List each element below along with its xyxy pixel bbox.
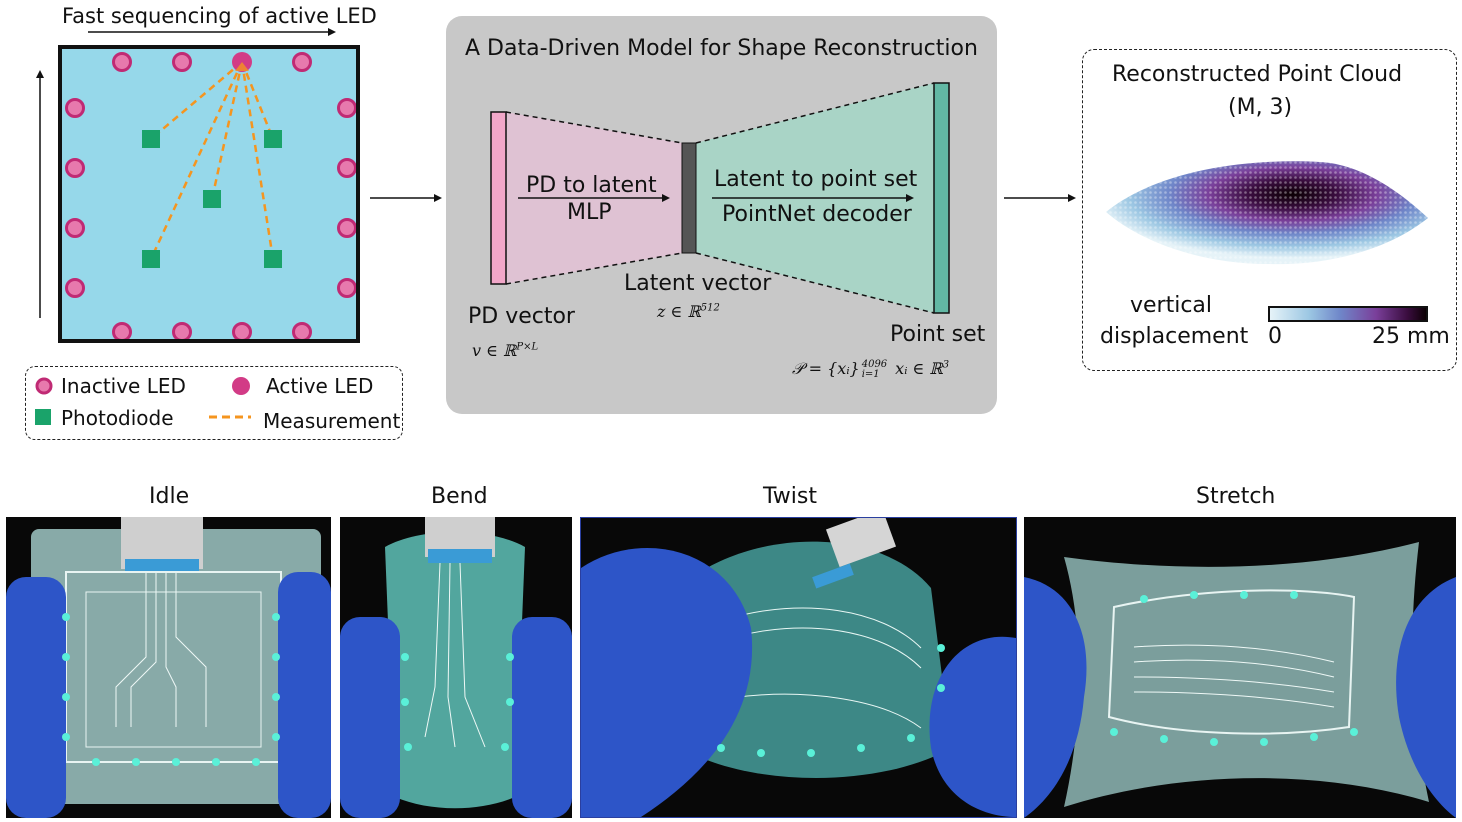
- decoder-label-2: PointNet decoder: [722, 202, 912, 227]
- led-icon: [337, 98, 357, 118]
- caption-idle: Idle: [149, 484, 190, 509]
- caption-stretch: Stretch: [1196, 484, 1276, 509]
- sensor-title: Fast sequencing of active LED: [62, 4, 377, 28]
- photodiode-icon: [264, 130, 282, 148]
- measurement-lines: [149, 61, 275, 260]
- led-icon: [65, 158, 85, 178]
- colorbar-label-1: vertical: [1130, 293, 1213, 318]
- sensor-panel: [58, 45, 360, 343]
- sequence-arrow-horizontal: [88, 28, 336, 36]
- led-icon: [112, 52, 132, 72]
- pd-vector-math: v ∈ ℝP×L: [472, 341, 539, 360]
- decoder-label-1: Latent to point set: [714, 167, 918, 192]
- photodiodes: [142, 130, 282, 268]
- caption-twist: Twist: [763, 484, 817, 509]
- point-set-label: Point set: [890, 322, 986, 347]
- photodiode-icon: [35, 409, 51, 425]
- led-icon: [292, 322, 312, 342]
- cloud-shape: (M, 3): [1228, 95, 1293, 120]
- point-cloud-panel: [1082, 49, 1457, 371]
- inactive-led-icon: [35, 377, 53, 395]
- photo-stretch: [1024, 517, 1456, 818]
- led-icon: [232, 322, 252, 342]
- colorbar-max: 25 mm: [1372, 324, 1450, 349]
- legend: Inactive LED Active LED Photodiode Measu…: [25, 366, 403, 440]
- sensor-layout: [65, 52, 357, 342]
- legend-inactive-led: Inactive LED: [61, 374, 186, 398]
- photo-idle: [6, 517, 331, 818]
- led-icon: [172, 52, 192, 72]
- colorbar-min: 0: [1268, 324, 1282, 349]
- legend-photodiode: Photodiode: [61, 406, 174, 430]
- photodiode-icon: [142, 250, 160, 268]
- photo-twist: [580, 517, 1017, 818]
- photo-bend: [340, 517, 572, 818]
- point-cloud-render: [1106, 161, 1428, 265]
- measurement-line-icon: [209, 415, 251, 419]
- leds-inactive: [65, 52, 357, 342]
- led-icon: [65, 98, 85, 118]
- model-architecture: [490, 82, 950, 314]
- flow-arrow-2: [1004, 194, 1076, 202]
- led-icon: [292, 52, 312, 72]
- led-icon: [112, 322, 132, 342]
- encoder-label-1: PD to latent: [526, 173, 657, 198]
- photodiode-icon: [203, 190, 221, 208]
- input-bar: [490, 111, 507, 285]
- active-led-beam: [235, 62, 249, 71]
- led-icon: [172, 322, 192, 342]
- latent-vector-math: z ∈ ℝ512: [657, 302, 720, 321]
- colorbar-label-2: displacement: [1100, 324, 1249, 349]
- latent-bar: [681, 142, 697, 254]
- led-icon: [65, 218, 85, 238]
- latent-vector-label: Latent vector: [624, 271, 772, 296]
- pd-vector-label: PD vector: [468, 304, 575, 329]
- colorbar: [1268, 306, 1428, 322]
- led-icon: [337, 158, 357, 178]
- model-title: A Data-Driven Model for Shape Reconstruc…: [465, 36, 978, 61]
- led-icon: [337, 218, 357, 238]
- output-bar: [933, 82, 950, 314]
- cloud-title: Reconstructed Point Cloud: [1112, 62, 1403, 87]
- active-led-icon: [232, 377, 250, 395]
- photodiode-icon: [142, 130, 160, 148]
- led-icon: [337, 278, 357, 298]
- sequence-arrow-vertical: [36, 70, 44, 318]
- led-icon: [65, 278, 85, 298]
- encoder-label-2: MLP: [567, 200, 612, 225]
- legend-measurement: Measurement: [263, 409, 401, 433]
- flow-arrow-1: [370, 194, 442, 202]
- legend-active-led: Active LED: [266, 374, 374, 398]
- photodiode-icon: [264, 250, 282, 268]
- caption-bend: Bend: [431, 484, 488, 509]
